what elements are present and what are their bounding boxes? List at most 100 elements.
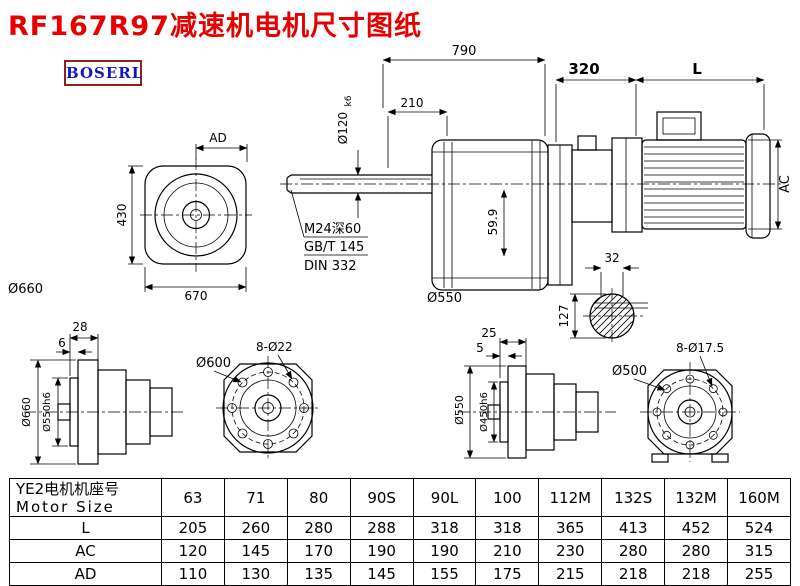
value-cell: 215	[538, 562, 603, 586]
keyway-lines	[594, 302, 648, 309]
value-cell: 288	[349, 516, 414, 540]
dim-shaft-diameter: Ø120	[336, 112, 350, 144]
note-tapped-hole: M24深60	[304, 222, 361, 237]
label-diameter-660: Ø660	[8, 282, 43, 297]
dim-127: 127	[557, 305, 571, 328]
dim-bolt-circle-600: Ø600	[196, 356, 231, 371]
label-flange-550: Ø550	[427, 291, 462, 306]
value-cell: 218	[601, 562, 666, 586]
dim-5: 5	[476, 341, 484, 355]
lifting-lug	[577, 135, 597, 151]
table-row-ac: AC 120 145 170 190 190 210 230 280 280 3…	[9, 539, 791, 563]
value-cell: 413	[601, 516, 666, 540]
gear-unit-side-view: 790 210 Ø120 k6 M24深60 GB/T 145 DIN 332 …	[280, 44, 782, 306]
value-cell: 218	[664, 562, 729, 586]
motor-dimensions: 320 L AC 32 127	[555, 60, 793, 344]
dim-660: Ø660	[20, 397, 33, 427]
value-cell: 280	[601, 539, 666, 563]
dim-210: 210	[401, 96, 424, 110]
motor-size-header-cn: YE2电机机座号	[16, 479, 120, 498]
adapter-neck	[571, 149, 613, 223]
value-cell: 205	[161, 516, 225, 540]
frame-size-112m: 112M	[538, 478, 603, 517]
boserl-logo: BOSERL	[64, 60, 142, 86]
value-cell: 135	[286, 562, 351, 586]
motor-flange	[611, 137, 643, 233]
value-cell: 255	[727, 562, 791, 586]
value-cell: 280	[664, 539, 729, 563]
frame-size-132s: 132S	[601, 478, 666, 517]
dim-l: L	[692, 60, 702, 78]
dim-59-9: 59.9	[486, 209, 500, 236]
frame-size-160m: 160M	[727, 478, 791, 517]
motor-size-header-cell: YE2电机机座号 Motor Size	[9, 478, 162, 517]
dim-550h6: Ø550h6	[41, 392, 53, 432]
dim-28: 28	[72, 320, 87, 334]
value-cell: 318	[412, 516, 477, 540]
dim-bolt-circle-500: Ø500	[612, 364, 647, 379]
row-label-l: L	[9, 516, 162, 540]
frame-size-90s: 90S	[349, 478, 414, 517]
value-cell: 190	[412, 539, 477, 563]
value-cell: 315	[727, 539, 791, 563]
foot-left	[651, 453, 669, 463]
dim-25: 25	[481, 326, 496, 340]
foot-right	[711, 453, 729, 463]
shaft-hatching	[590, 294, 634, 338]
dim-320: 320	[568, 60, 599, 78]
dim-32: 32	[604, 251, 619, 265]
value-cell: 260	[223, 516, 288, 540]
table-row-l: L 205 260 280 288 318 318 365 413 452 52…	[9, 516, 791, 540]
row-label-ad: AD	[9, 562, 162, 586]
row-label-ac: AC	[9, 539, 162, 563]
value-cell: 210	[475, 539, 540, 563]
value-cell: 230	[538, 539, 603, 563]
frame-size-90l: 90L	[412, 478, 477, 517]
dim-450h6: Ø450h6	[478, 392, 490, 432]
dim-6: 6	[58, 336, 66, 350]
motor-body	[641, 139, 747, 230]
dim-ad: AD	[209, 131, 226, 145]
technical-drawing: AD 430 670 Ø660	[8, 44, 793, 465]
value-cell: 365	[538, 516, 603, 540]
value-cell: 318	[475, 516, 540, 540]
dim-430: 430	[115, 204, 129, 227]
motor-fins	[644, 146, 744, 224]
note-standard-din: DIN 332	[304, 259, 357, 274]
page-title: RF167R97减速机电机尺寸图纸	[8, 11, 422, 42]
bolt-holes	[652, 374, 728, 450]
dim-670: 670	[185, 289, 208, 303]
value-cell: 145	[223, 539, 288, 563]
note-standard-gbt: GB/T 145	[304, 240, 364, 255]
table-header-row: YE2电机机座号 Motor Size 63 71 80 90S 90L 100…	[9, 478, 791, 517]
motor-dimension-table: YE2电机机座号 Motor Size 63 71 80 90S 90L 100…	[9, 478, 791, 586]
dim-shaft-tolerance: k6	[344, 95, 354, 106]
centerlines	[140, 158, 252, 272]
value-cell: 524	[727, 516, 791, 540]
value-cell: 175	[475, 562, 540, 586]
frame-size-132m: 132M	[664, 478, 729, 517]
bolt-holes	[227, 367, 309, 449]
flange-side-view-660: 28 6 Ø660 Ø550h6	[20, 320, 186, 465]
table-row-ad: AD 110 130 135 145 155 175 215 218 218 2…	[9, 562, 791, 586]
dim-holes-8x22: 8-Ø22	[256, 340, 293, 354]
value-cell: 190	[349, 539, 414, 563]
frame-size-71: 71	[223, 478, 288, 517]
frame-size-80: 80	[286, 478, 351, 517]
dim-holes-8x17-5: 8-Ø17.5	[676, 341, 724, 355]
value-cell: 145	[349, 562, 414, 586]
fan-cowl	[745, 133, 771, 239]
dim-790: 790	[452, 44, 477, 59]
value-cell: 170	[286, 539, 351, 563]
frame-size-63: 63	[161, 478, 225, 517]
output-shaft	[286, 174, 432, 194]
value-cell: 130	[223, 562, 288, 586]
dim-550: Ø550	[453, 395, 466, 425]
dim-ac: AC	[778, 175, 793, 193]
value-cell: 452	[664, 516, 729, 540]
flange-side-view-550: 25 5 Ø550 Ø450h6	[453, 326, 616, 459]
flange-face-view-600: Ø600 8-Ø22	[196, 340, 320, 460]
terminal-box	[656, 111, 702, 141]
value-cell: 280	[286, 516, 351, 540]
